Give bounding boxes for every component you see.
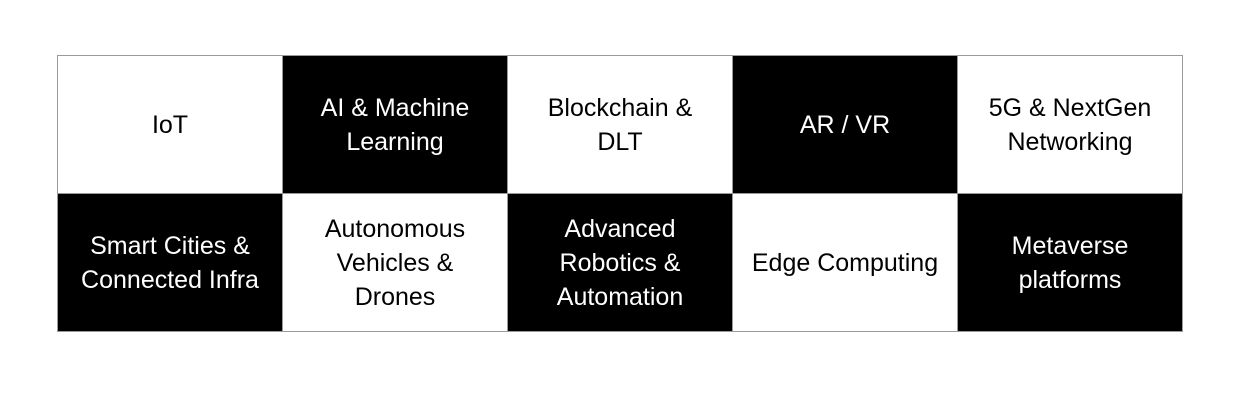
grid-cell-smart-cities-connected-infra[interactable]: Smart Cities & Connected Infra	[58, 194, 283, 332]
grid-cell-label: Advanced Robotics & Automation	[556, 214, 684, 311]
grid-cell-label: AI & Machine Learning	[320, 93, 470, 156]
grid-cell-label: IoT	[151, 110, 189, 139]
grid-cell-label: Metaverse platforms	[1011, 231, 1129, 294]
grid-cell-label: Smart Cities & Connected Infra	[81, 231, 259, 294]
technology-grid: IoT AI & Machine Learning Blockchain & D…	[57, 55, 1183, 332]
grid-cell-advanced-robotics-automation[interactable]: Advanced Robotics & Automation	[508, 194, 733, 332]
grid-cell-5g-nextgen-networking[interactable]: 5G & NextGen Networking	[958, 56, 1183, 194]
grid-cell-label: Edge Computing	[751, 248, 939, 277]
grid-cell-label: 5G & NextGen Networking	[988, 93, 1152, 156]
grid-cell-ar-vr[interactable]: AR / VR	[733, 56, 958, 194]
grid-cell-metaverse-platforms[interactable]: Metaverse platforms	[958, 194, 1183, 332]
grid-cell-label: AR / VR	[799, 110, 891, 139]
grid-cell-label: Autonomous Vehicles & Drones	[324, 214, 466, 311]
grid-cell-ai-machine-learning[interactable]: AI & Machine Learning	[283, 56, 508, 194]
grid-cell-edge-computing[interactable]: Edge Computing	[733, 194, 958, 332]
grid-cell-label: Blockchain & DLT	[547, 93, 693, 156]
grid-cell-blockchain-dlt[interactable]: Blockchain & DLT	[508, 56, 733, 194]
grid-cell-autonomous-vehicles-drones[interactable]: Autonomous Vehicles & Drones	[283, 194, 508, 332]
grid-cell-iot[interactable]: IoT	[58, 56, 283, 194]
